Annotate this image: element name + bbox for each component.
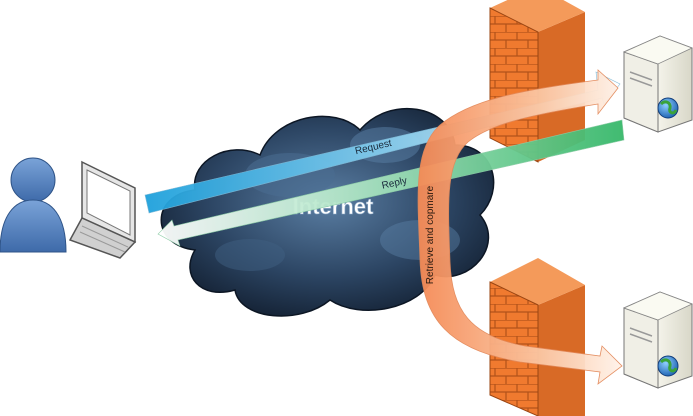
laptop-icon (68, 160, 137, 259)
reply-label: Reply (381, 175, 408, 191)
globe-icon (657, 97, 679, 119)
globe-icon (657, 355, 679, 377)
firewall-bottom (489, 258, 585, 416)
user-icon (0, 157, 67, 253)
server-bottom-icon (622, 291, 693, 389)
retrieve-arrow: Retrieve and copmare (417, 69, 623, 385)
server-top-icon (622, 35, 693, 133)
reply-arrow: Reply (157, 119, 625, 247)
retrieve-label: Retrieve and copmare (425, 185, 436, 284)
